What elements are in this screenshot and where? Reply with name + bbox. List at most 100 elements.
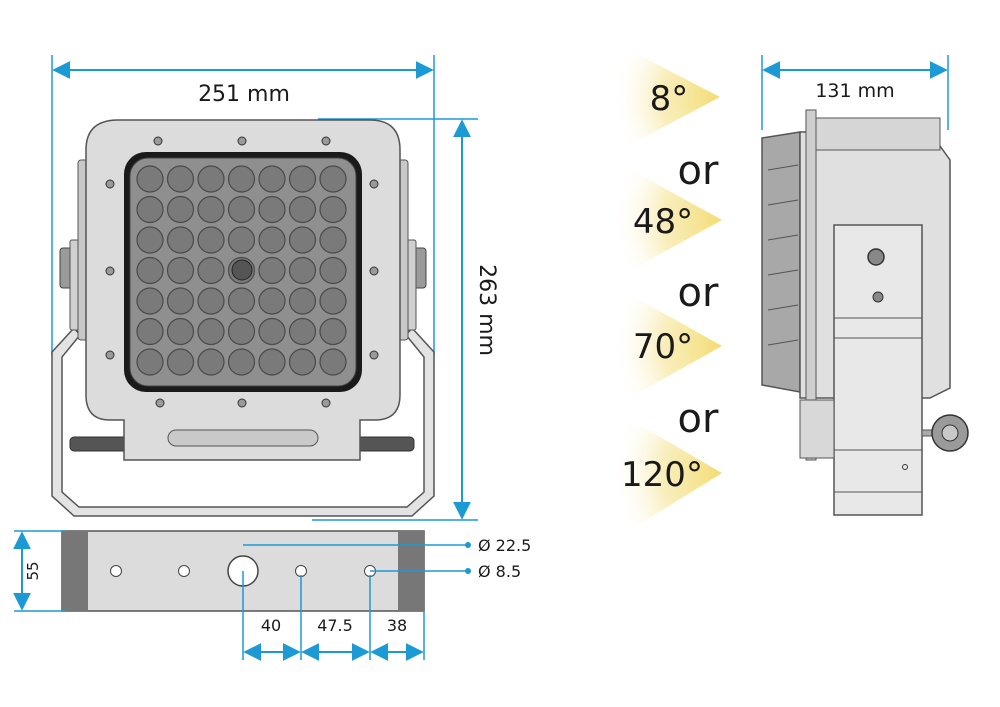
tilt-knob-center — [941, 424, 959, 442]
led-lens-icon — [227, 226, 256, 254]
led-lens-icon — [258, 287, 286, 315]
lens-ribs — [767, 164, 799, 346]
screw-icon — [321, 398, 331, 408]
led-lens-icon — [288, 195, 317, 224]
led-lens-icon — [258, 226, 286, 254]
led-lens-icon — [319, 226, 347, 254]
led-lens-icon — [258, 195, 286, 224]
led-lens-icon — [136, 256, 164, 285]
screw-icon — [237, 398, 247, 408]
leader-dot — [465, 542, 471, 548]
led-lens-icon — [288, 226, 317, 254]
spacing-label: 40 — [261, 616, 281, 635]
led-lens-icon — [258, 348, 286, 376]
small-hole-icon — [295, 565, 307, 577]
pivot-bolt-icon — [867, 248, 885, 266]
beam-angle-label: 70° — [633, 327, 693, 367]
led-lens-icon — [288, 165, 317, 193]
led-lens-icon — [227, 165, 256, 193]
led-lens-icon — [319, 256, 347, 285]
led-lens-icon — [288, 348, 317, 376]
light-beam-icon — [610, 45, 720, 150]
led-lens-icon — [227, 195, 256, 224]
bolt-icon — [872, 291, 884, 303]
led-lens-icon — [288, 287, 317, 315]
bracket-view: 55 Ø 22.5 Ø 8.5 40 47.5 38 — [13, 530, 531, 661]
led-lens-icon — [319, 348, 347, 376]
screw-icon — [237, 136, 247, 146]
front-frame — [805, 109, 817, 461]
led-lens-icon — [258, 165, 286, 193]
led-lens-icon — [319, 165, 347, 193]
light-beam-icon — [611, 165, 722, 275]
led-lens-icon — [166, 256, 195, 285]
bracket-end-left — [62, 531, 88, 611]
spacing-label: 47.5 — [317, 616, 353, 635]
led-lens-icon — [166, 348, 195, 376]
or-separator: or — [678, 396, 719, 442]
led-lens-icon — [197, 256, 225, 285]
led-lens-icon — [166, 317, 195, 346]
beam-8: 8° — [610, 45, 720, 150]
screw-icon — [369, 179, 379, 189]
width-label: 251 mm — [198, 82, 290, 107]
lower-frame — [799, 399, 835, 459]
led-lens-icon — [227, 348, 256, 376]
bracket-height-label: 55 — [24, 561, 42, 580]
beam-angle-label: 120° — [621, 455, 703, 495]
screw-icon — [153, 136, 163, 146]
led-lens-icon — [258, 317, 286, 346]
led-lens-icon — [258, 256, 286, 285]
screw-icon — [105, 179, 115, 189]
led-lens-icon — [166, 226, 195, 254]
led-lens-icon — [197, 317, 225, 346]
light-beam-icon — [611, 415, 722, 535]
led-lens-icon — [288, 256, 317, 285]
led-lens-icon — [319, 317, 347, 346]
screw-icon — [369, 350, 379, 360]
center-sensor — [231, 259, 253, 281]
hole-icon — [902, 464, 908, 470]
led-lens-icon — [136, 317, 164, 346]
screw-icon — [155, 398, 165, 408]
handle-slot — [167, 429, 319, 447]
led-lens-icon — [319, 195, 347, 224]
led-lens-icon — [166, 165, 195, 193]
led-lens-icon — [136, 287, 164, 315]
side-bracket-plate — [833, 224, 923, 516]
height-label: 263 mm — [474, 264, 499, 356]
front-view: 251 mm 263 mm — [51, 55, 499, 521]
or-separator: or — [678, 148, 719, 194]
spacing-label: 38 — [387, 616, 407, 635]
led-lens-icon — [166, 287, 195, 315]
leader-dot — [465, 568, 471, 574]
beam-angle-options: 8° or 48° or 70° or 120° — [610, 45, 722, 535]
led-lens-icon — [227, 317, 256, 346]
housing-screws — [105, 136, 379, 408]
small-hole-label: Ø 8.5 — [478, 562, 521, 581]
led-lens-icon — [136, 226, 164, 254]
led-lens-icon — [136, 348, 164, 376]
beam-70: 70° — [611, 290, 722, 402]
spacing-extension-lines — [242, 571, 425, 660]
lens-stack — [761, 131, 801, 393]
small-hole-icon — [110, 565, 122, 577]
led-lens-icon — [136, 195, 164, 224]
beam-48: 48° — [611, 165, 722, 275]
led-lens-icon — [136, 165, 164, 193]
depth-label: 131 mm — [815, 80, 894, 102]
small-hole-icon — [178, 565, 190, 577]
led-lens-icon — [197, 348, 225, 376]
led-lens-icon — [197, 165, 225, 193]
light-beam-icon — [611, 290, 722, 402]
led-lens-icon — [319, 287, 347, 315]
beam-angle-label: 8° — [650, 79, 689, 119]
or-separator: or — [678, 270, 719, 316]
beam-angle-label: 48° — [633, 202, 693, 242]
screw-icon — [321, 136, 331, 146]
beam-120: 120° — [611, 415, 722, 535]
led-lens-icon — [197, 287, 225, 315]
mounting-yoke — [51, 326, 435, 517]
large-hole-label: Ø 22.5 — [478, 536, 531, 555]
